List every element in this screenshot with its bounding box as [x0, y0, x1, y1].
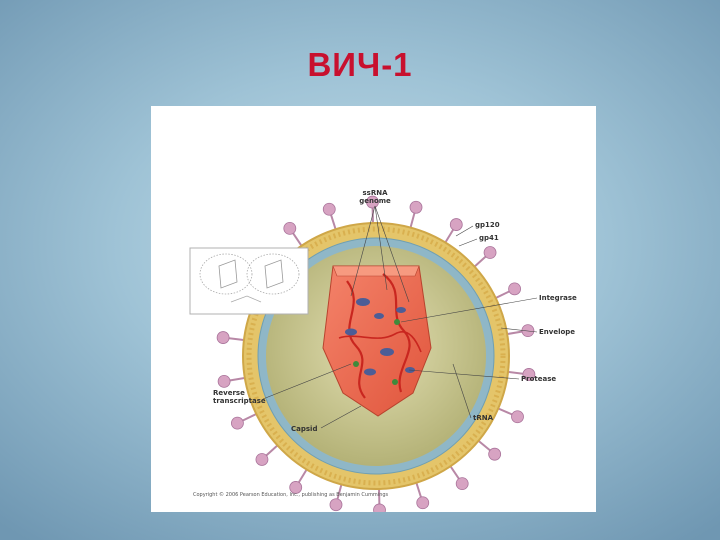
- spike-knob: [508, 282, 521, 296]
- spike-knob: [216, 331, 230, 344]
- label-ssrna: ssRNA: [363, 189, 389, 197]
- capsid-cone: [322, 265, 432, 417]
- spike-knob: [449, 218, 463, 231]
- label-gp120: gp120: [475, 221, 500, 229]
- label-genome: genome: [359, 197, 391, 205]
- spike-knob: [322, 202, 336, 216]
- label-protease: Protease: [521, 375, 556, 383]
- label-trna: tRNA: [473, 414, 494, 422]
- spike-knob: [416, 496, 430, 510]
- glycoprotein-spikes: [216, 195, 536, 512]
- label-gp41: gp41: [479, 234, 499, 242]
- slide-title: ВИЧ-1: [307, 46, 413, 83]
- spike-knob: [409, 200, 423, 214]
- spike-knob: [483, 246, 497, 259]
- label-reverse: Reverse: [213, 389, 245, 397]
- hiv-virion-diagram: ssRNA genome gp120 gp41 Integrase Envelo…: [189, 189, 577, 512]
- rna-strand: [338, 331, 422, 353]
- enzyme-cluster: [345, 298, 415, 385]
- leader-lines: [262, 205, 538, 429]
- spike-knob: [231, 416, 244, 430]
- envelope-dots: [246, 226, 506, 486]
- label-integrase: Integrase: [539, 294, 577, 302]
- spike-knob: [289, 481, 303, 494]
- spike-knob: [455, 477, 469, 491]
- spike-knob: [522, 368, 536, 381]
- rna-strand: [346, 280, 366, 399]
- hiv-diagram-panel: ssRNA genome gp120 gp41 Integrase Envelo…: [151, 106, 596, 512]
- spike-knob: [255, 453, 269, 466]
- label-transcriptase: transcriptase: [213, 397, 266, 405]
- spike-knob: [488, 447, 502, 461]
- rna-strand: [382, 273, 411, 393]
- inset-outline-figure: [189, 247, 309, 315]
- label-capsid: Capsid: [291, 425, 317, 433]
- label-envelope: Envelope: [539, 328, 575, 336]
- copyright-note: Copyright © 2006 Pearson Education, Inc.…: [193, 491, 389, 498]
- spike-knob: [217, 374, 231, 388]
- spike-knob: [283, 221, 297, 235]
- spike-knob: [366, 195, 379, 209]
- spike-knob: [329, 498, 343, 512]
- spike-knob: [511, 410, 524, 424]
- spike-knob: [373, 503, 386, 512]
- capsid-rim: [332, 265, 420, 277]
